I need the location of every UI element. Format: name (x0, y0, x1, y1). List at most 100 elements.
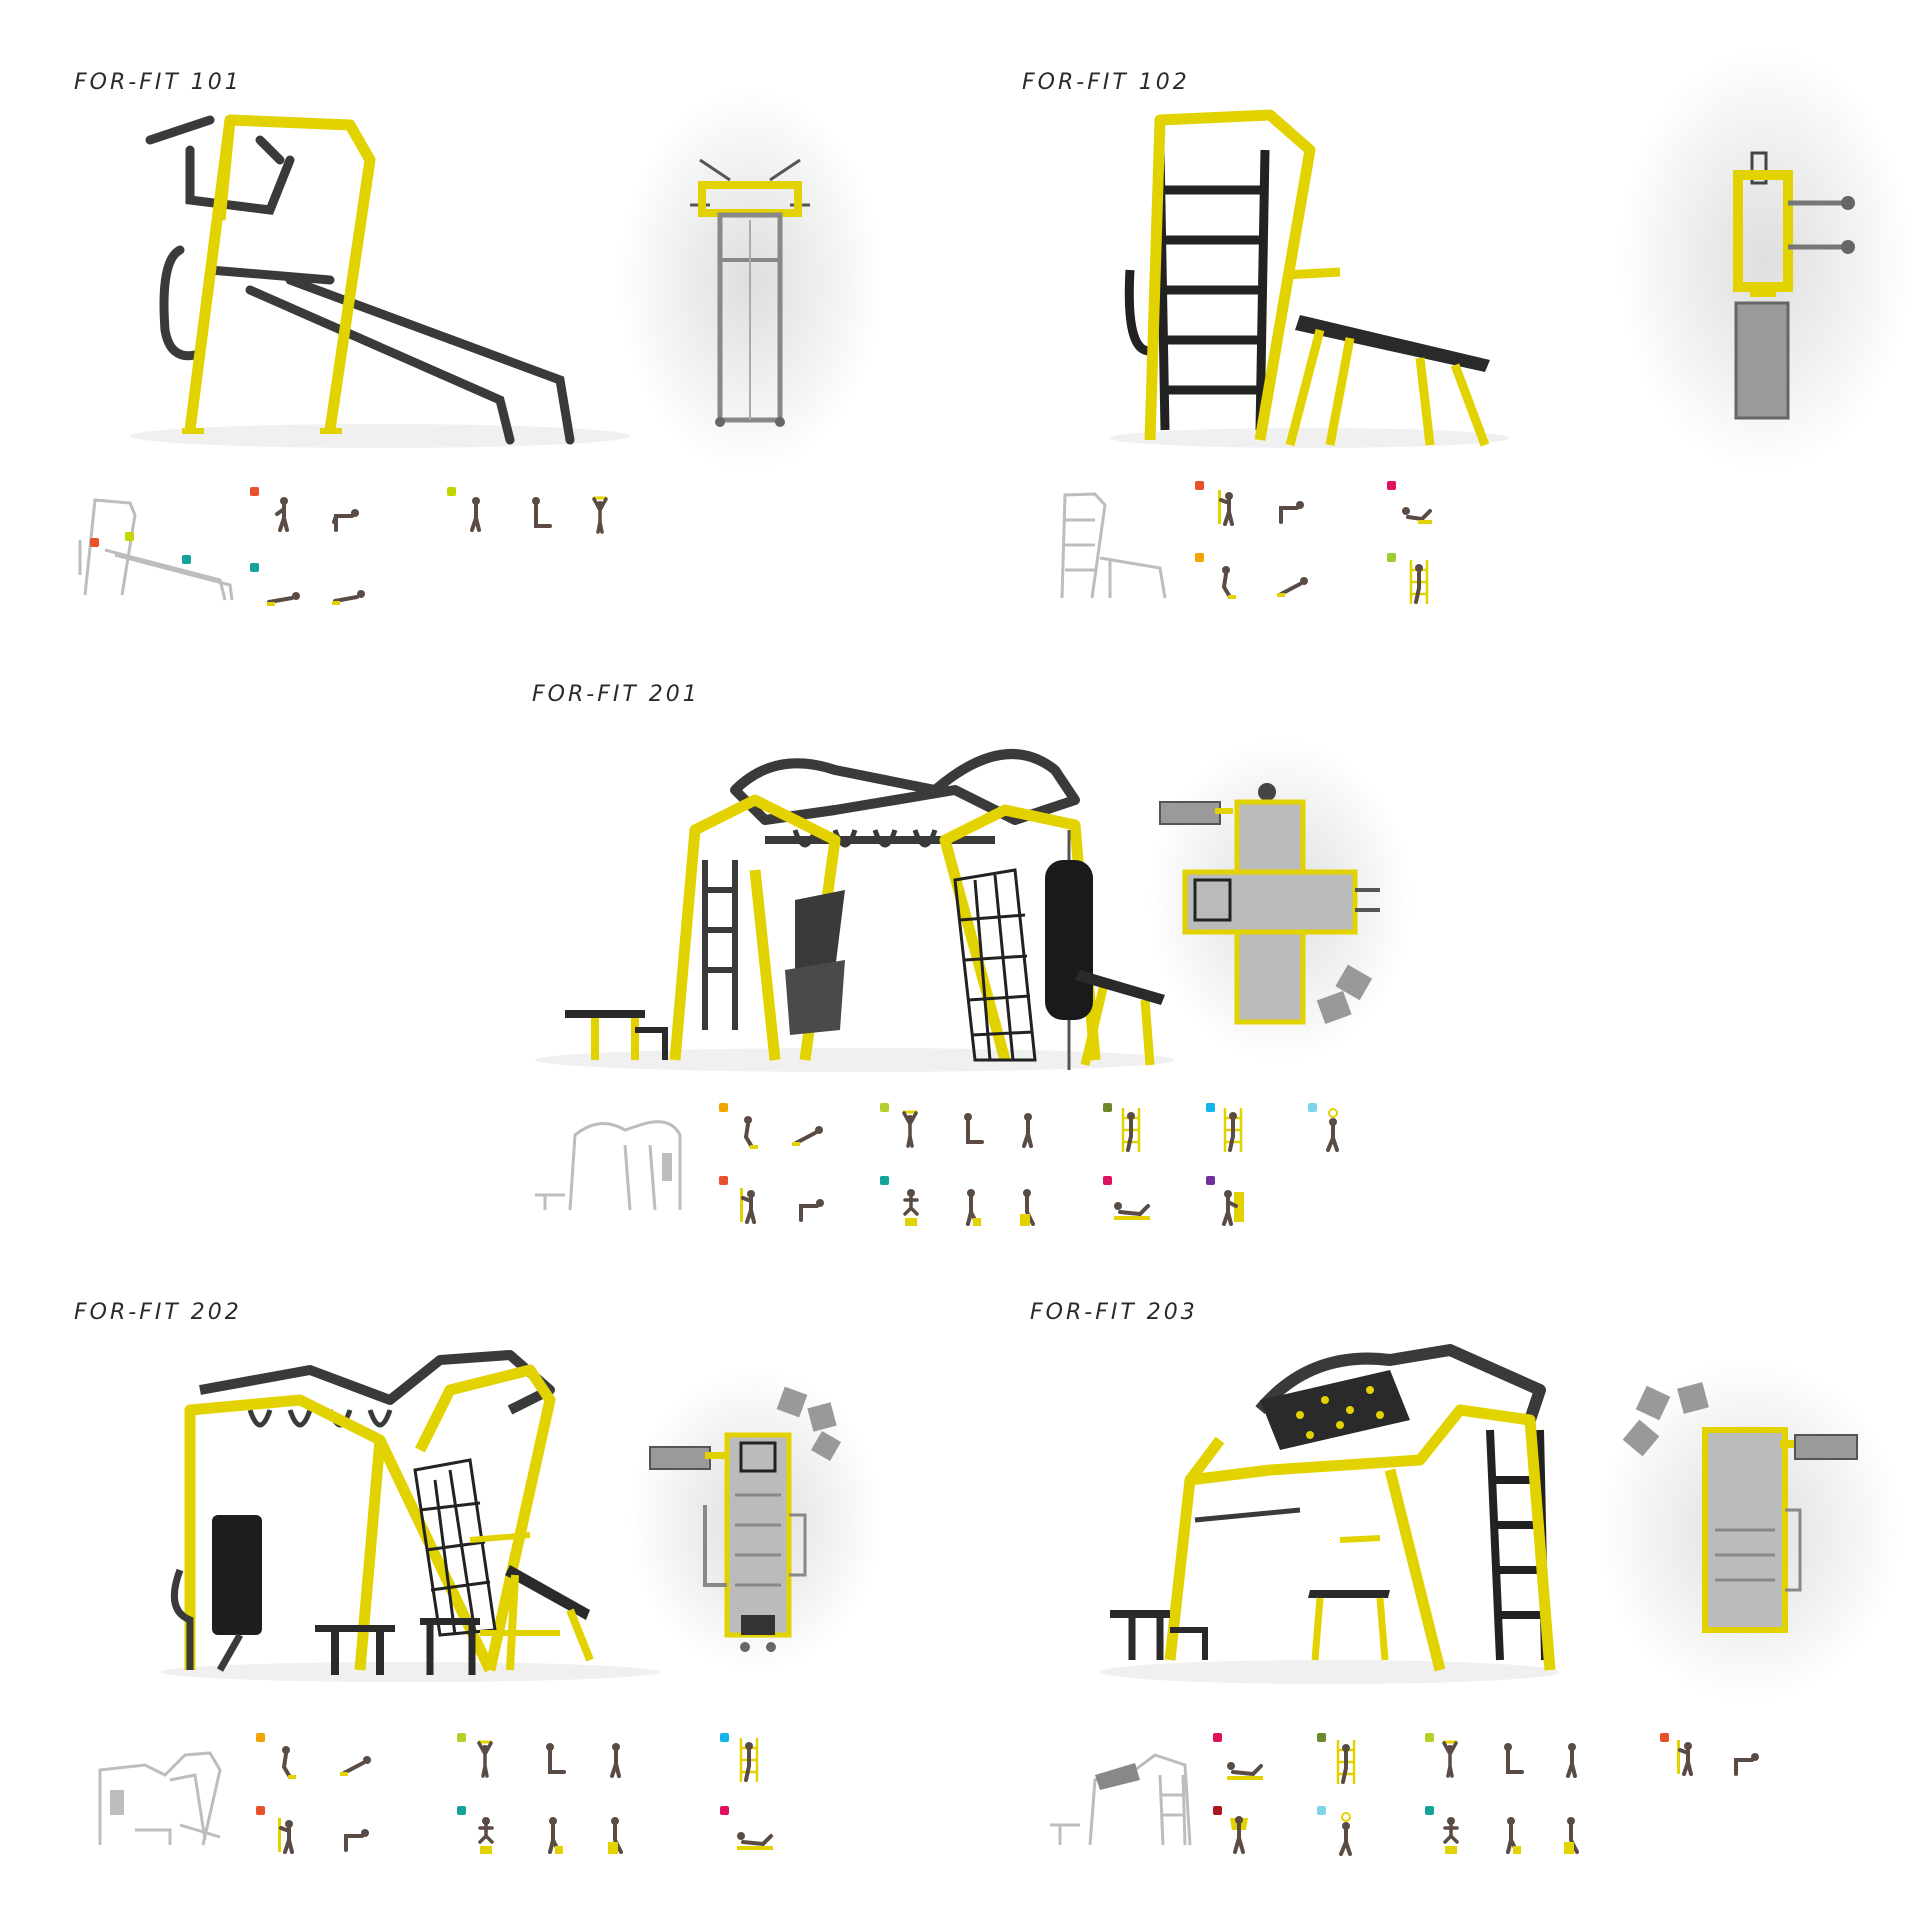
equipment-render-201 (535, 730, 1175, 1080)
exercise-figure-icon (546, 1743, 566, 1774)
exercise-figure-icon (966, 1189, 981, 1226)
exercise-figure-icon (592, 496, 608, 534)
exercise-figure-icon (1402, 507, 1432, 524)
equipment-render-101 (120, 100, 640, 460)
exercise-figure-icon (340, 1756, 371, 1776)
exercise-figure-icon (1326, 1108, 1339, 1152)
exercise-figure-icon (739, 1738, 759, 1782)
exercise-figure-icon (902, 1110, 918, 1148)
exercise-figure-icon (737, 1832, 773, 1850)
exercise-marker (719, 1176, 728, 1185)
exercise-marker (880, 1176, 889, 1185)
exercise-marker (1195, 481, 1204, 490)
legend-marker (90, 538, 99, 547)
exercise-figure-icon (1504, 1743, 1524, 1774)
exercise-marker (1425, 1733, 1434, 1742)
exercise-figure-icon (281, 1746, 296, 1779)
equipment-topview-203 (1620, 1380, 1870, 1660)
exercise-figure-icon (477, 1740, 493, 1778)
exercise-figure-icon (332, 509, 359, 532)
exercise-figure-icon (743, 1116, 758, 1149)
exercise-marker (447, 487, 456, 496)
equipment-topview-101 (680, 150, 820, 430)
exercise-figure-icon (1336, 1740, 1356, 1784)
exercise-figure-icon (1223, 1108, 1243, 1152)
sketch-203 (1045, 1745, 1195, 1850)
equipment-render-202 (150, 1330, 670, 1690)
exercise-figure-icon (1677, 1740, 1693, 1776)
section-title-203: FOR-FIT 203 (1030, 1300, 1198, 1325)
exercise-marker (1103, 1103, 1112, 1112)
equipment-topview-202 (645, 1385, 875, 1655)
exercise-figure-icon (1566, 1743, 1577, 1778)
section-title-201: FOR-FIT 201 (532, 682, 700, 707)
exercise-figure-icon (792, 1126, 823, 1146)
exercise-marker (880, 1103, 889, 1112)
exercise-figure-icon (1020, 1189, 1035, 1226)
exercise-figure-icon (1506, 1817, 1521, 1854)
sketch-102 (1050, 490, 1170, 605)
exercise-marker (250, 563, 259, 572)
exercise-figure-icon (1277, 577, 1308, 597)
exercise-figure-icon (532, 497, 552, 528)
exercise-marker (720, 1806, 729, 1815)
exercise-figure-icon (610, 1743, 621, 1778)
sketch-202 (85, 1745, 235, 1850)
exercise-figure-icon (1114, 1202, 1150, 1220)
exercise-marker (1213, 1806, 1222, 1815)
exercise-figure-icon (344, 1829, 369, 1852)
exercise-figure-icon (1218, 490, 1234, 526)
exercise-figure-icon (964, 1113, 984, 1144)
exercise-marker (1660, 1733, 1669, 1742)
exercise-marker (720, 1733, 729, 1742)
exercise-figure-icon (548, 1817, 563, 1854)
exercise-marker (250, 487, 259, 496)
exercise-marker (719, 1103, 728, 1112)
exercise-figure-icon (332, 590, 365, 605)
exercise-figure-icon (267, 592, 300, 606)
exercise-marker (1206, 1103, 1215, 1112)
exercise-figure-icon (1121, 1108, 1141, 1152)
exercise-figure-icon (1221, 566, 1236, 599)
exercise-figure-icon (1227, 1762, 1263, 1780)
exercise-figure-icon (1279, 501, 1304, 524)
section-title-102: FOR-FIT 102 (1022, 70, 1190, 95)
section-title-101: FOR-FIT 101 (74, 70, 242, 95)
exercise-marker (1387, 481, 1396, 490)
exercise-figure-icon (1734, 1753, 1759, 1776)
exercise-marker (457, 1806, 466, 1815)
exercise-figure-icon (1222, 1190, 1244, 1226)
exercise-marker (1317, 1806, 1326, 1815)
legend-marker (125, 532, 134, 541)
exercise-marker (1317, 1733, 1326, 1742)
section-title-202: FOR-FIT 202 (74, 1300, 242, 1325)
exercise-figure-icon (1564, 1817, 1579, 1854)
exercise-marker (1308, 1103, 1317, 1112)
sketch-201 (530, 1115, 700, 1215)
exercise-marker (1195, 553, 1204, 562)
exercise-figure-icon (1443, 1817, 1459, 1854)
exercise-figure-icon (1409, 560, 1429, 604)
equipment-topview-102 (1720, 145, 1870, 425)
exercise-figure-icon (1339, 1812, 1352, 1856)
exercise-figure-icon (903, 1189, 919, 1226)
exercise-figure-icon (1442, 1740, 1458, 1778)
exercise-marker (1213, 1733, 1222, 1742)
exercise-marker (256, 1733, 265, 1742)
exercise-figure-icon (608, 1817, 623, 1854)
equipment-render-102 (1110, 100, 1530, 460)
exercise-figure-icon (478, 1817, 494, 1854)
exercise-figure-icon (275, 497, 289, 532)
exercise-marker (1206, 1176, 1215, 1185)
equipment-topview-201 (1155, 780, 1395, 1050)
exercise-marker (256, 1806, 265, 1815)
exercise-figure-icon (1230, 1816, 1248, 1854)
exercise-marker (1387, 553, 1396, 562)
exercise-figure-icon (1022, 1113, 1033, 1148)
exercise-marker (457, 1733, 466, 1742)
equipment-render-203 (1100, 1330, 1590, 1690)
sketch-101 (60, 495, 240, 605)
exercise-figure-icon (278, 1818, 294, 1854)
exercise-marker (1425, 1806, 1434, 1815)
legend-marker (182, 555, 191, 564)
